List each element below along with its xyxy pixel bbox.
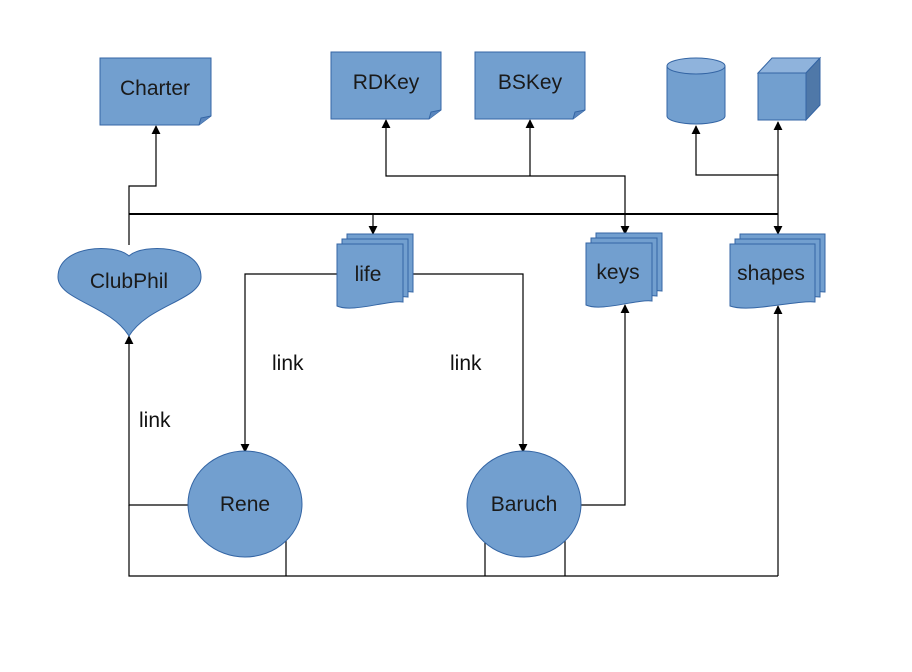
edge-shapes-cylinder xyxy=(691,125,779,214)
node-rdkey-label: RDKey xyxy=(353,71,420,94)
node-keys[interactable]: keys xyxy=(585,232,663,308)
edge-clubphil-charter xyxy=(128,125,161,245)
node-rene[interactable]: Rene xyxy=(187,450,303,558)
cylinder-icon[interactable] xyxy=(666,57,726,125)
node-rdkey[interactable]: RDKey xyxy=(330,51,442,120)
node-charter[interactable]: Charter xyxy=(99,57,212,126)
node-rene-label: Rene xyxy=(220,493,270,516)
node-keys-label: keys xyxy=(596,261,639,284)
connectors xyxy=(124,119,783,577)
edge-label-rene-link: link xyxy=(272,352,304,375)
node-life[interactable]: life xyxy=(336,233,414,309)
node-life-label: life xyxy=(355,263,382,286)
edge-life-rene xyxy=(240,273,338,453)
node-shapes[interactable]: shapes xyxy=(729,233,826,309)
node-clubphil[interactable]: ClubPhil xyxy=(57,247,202,337)
edge-label-baruch-link: link xyxy=(450,352,482,375)
cube-icon[interactable] xyxy=(756,56,822,122)
node-baruch-label: Baruch xyxy=(491,493,558,516)
node-bskey[interactable]: BSKey xyxy=(474,51,586,120)
edge-baruch-keys xyxy=(580,304,630,506)
node-charter-label: Charter xyxy=(120,77,190,100)
node-shapes-label: shapes xyxy=(737,262,805,285)
node-clubphil-label: ClubPhil xyxy=(90,270,168,293)
edge-label-clubphil-link: link xyxy=(139,409,171,432)
node-baruch[interactable]: Baruch xyxy=(466,450,582,558)
edge-keys-rdkey xyxy=(381,119,626,214)
node-bskey-label: BSKey xyxy=(498,71,563,94)
edge-bottom-bus xyxy=(128,505,778,577)
edge-life-baruch xyxy=(410,273,528,453)
